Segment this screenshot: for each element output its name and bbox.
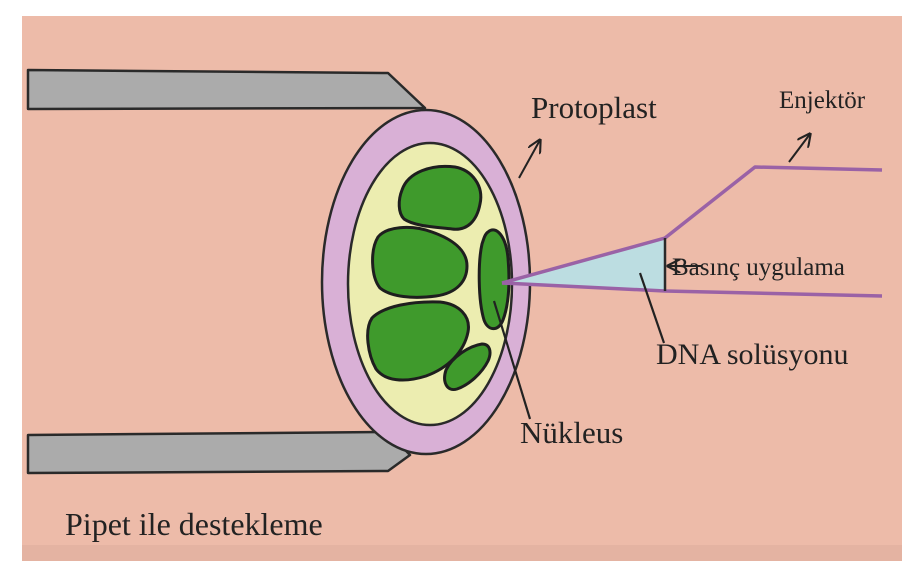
nucleus [479,230,509,329]
basinc-label: Basınç uygulama [672,255,845,280]
dna-solution-label: DNA solüsyonu [656,340,849,370]
enjektor-label: Enjektör [779,88,865,113]
protoplast-label: Protoplast [531,92,657,123]
holding-pipette-bottom-wall [28,432,410,473]
pipet-label: Pipet ile destekleme [65,508,323,540]
holding-pipette-top-wall [28,70,425,109]
nucleus-label: Nükleus [520,417,623,448]
chloroplast-top [399,166,481,229]
bottom-strip [22,545,902,561]
